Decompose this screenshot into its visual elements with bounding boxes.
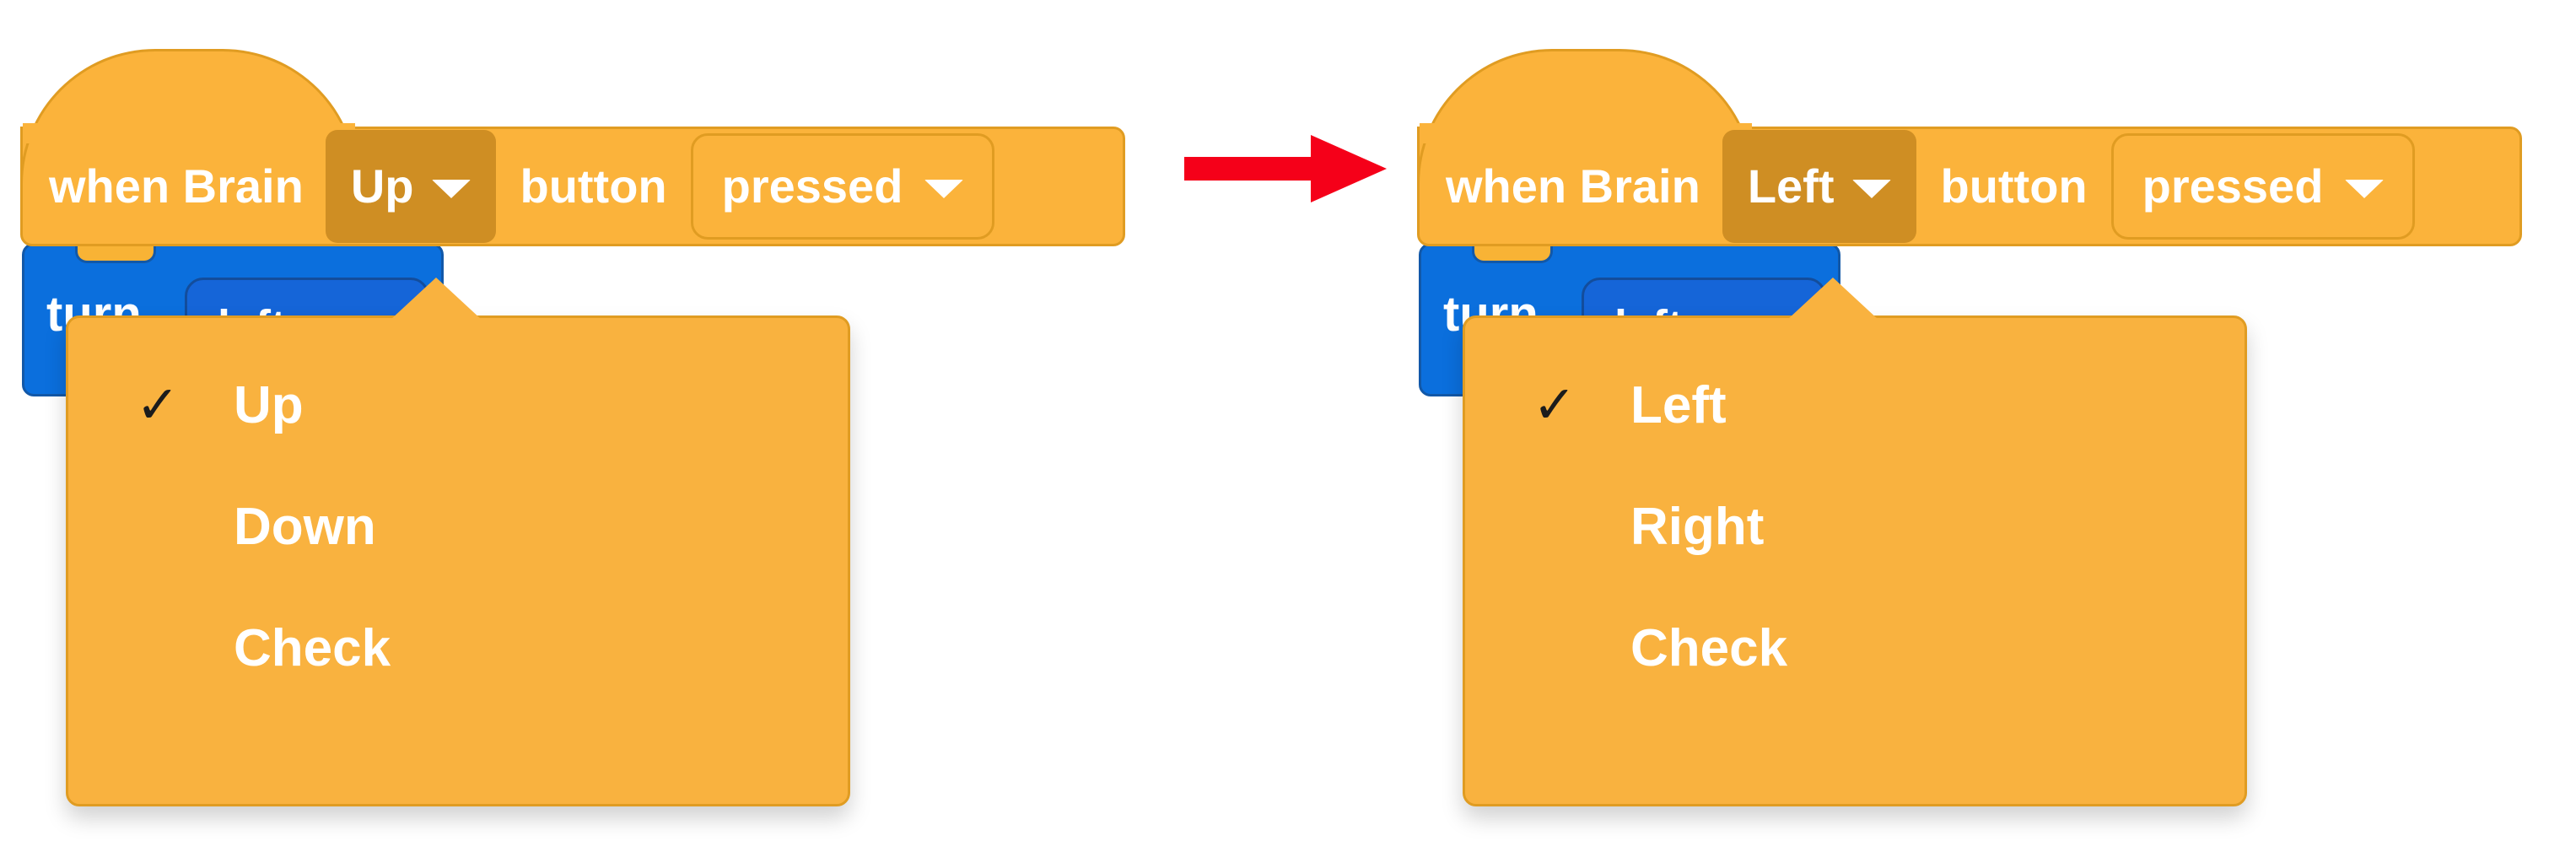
- chevron-down-icon: [432, 180, 472, 198]
- when-brain-button-hat-block[interactable]: when Brain Left button pressed: [1417, 49, 2522, 246]
- button-state-dropdown[interactable]: pressed: [2110, 133, 2416, 240]
- checkmark-icon: ✓: [1533, 376, 1576, 434]
- button-state-dropdown-value: pressed: [721, 159, 903, 213]
- panel-after: turn left when Brain Left button pressed: [1397, 0, 2576, 852]
- block-notch: [1472, 243, 1553, 263]
- brain-button-dropdown-menu[interactable]: ✓ Left ✓ Right ✓ Check: [1463, 278, 2247, 806]
- button-state-dropdown-value: pressed: [2142, 159, 2324, 213]
- panel-before: turn left when Brain Up button pressed: [0, 0, 1223, 852]
- hat-block-content: when Brain Left button pressed: [1417, 127, 2522, 246]
- chevron-down-icon: [924, 180, 964, 198]
- menu-item-label: Up: [234, 376, 304, 434]
- menu-item-left[interactable]: ✓ Left: [1465, 345, 2245, 466]
- brain-button-dropdown[interactable]: Left: [1722, 130, 1917, 243]
- brain-button-dropdown[interactable]: Up: [325, 130, 497, 243]
- brain-button-dropdown-menu[interactable]: ✓ Up ✓ Down ✓ Check: [66, 278, 850, 806]
- menu-item-label: Right: [1630, 498, 1765, 556]
- menu-item-check[interactable]: ✓ Check: [68, 588, 848, 709]
- brain-button-dropdown-value: Left: [1747, 159, 1835, 213]
- when-brain-label: when Brain: [1446, 159, 1700, 213]
- chevron-down-icon: [1852, 180, 1892, 198]
- chevron-down-icon: [2345, 180, 2385, 198]
- menu-item-list: ✓ Up ✓ Down ✓ Check: [68, 345, 848, 709]
- menu-item-down[interactable]: ✓ Down: [68, 466, 848, 588]
- menu-item-label: Down: [234, 498, 376, 556]
- menu-item-label: Check: [1630, 619, 1788, 677]
- menu-item-list: ✓ Left ✓ Right ✓ Check: [1465, 345, 2245, 709]
- brain-button-dropdown-value: Up: [350, 159, 414, 213]
- hat-dome-seam: [1420, 123, 1752, 143]
- button-state-dropdown[interactable]: pressed: [690, 133, 995, 240]
- menu-item-check[interactable]: ✓ Check: [1465, 588, 2245, 709]
- checkmark-icon: ✓: [136, 376, 180, 434]
- menu-item-label: Check: [234, 619, 391, 677]
- hat-dome-seam: [23, 123, 355, 143]
- menu-item-label: Left: [1630, 376, 1727, 434]
- menu-pointer: [391, 278, 482, 320]
- button-label: button: [1940, 159, 2088, 213]
- when-brain-button-hat-block[interactable]: when Brain Up button pressed: [20, 49, 1125, 246]
- menu-item-right[interactable]: ✓ Right: [1465, 466, 2245, 588]
- button-label: button: [520, 159, 667, 213]
- hat-block-content: when Brain Up button pressed: [20, 127, 1125, 246]
- transition-arrow-icon: [1184, 133, 1387, 204]
- when-brain-label: when Brain: [49, 159, 304, 213]
- block-notch: [75, 243, 156, 263]
- menu-item-up[interactable]: ✓ Up: [68, 345, 848, 466]
- menu-pointer: [1787, 278, 1878, 320]
